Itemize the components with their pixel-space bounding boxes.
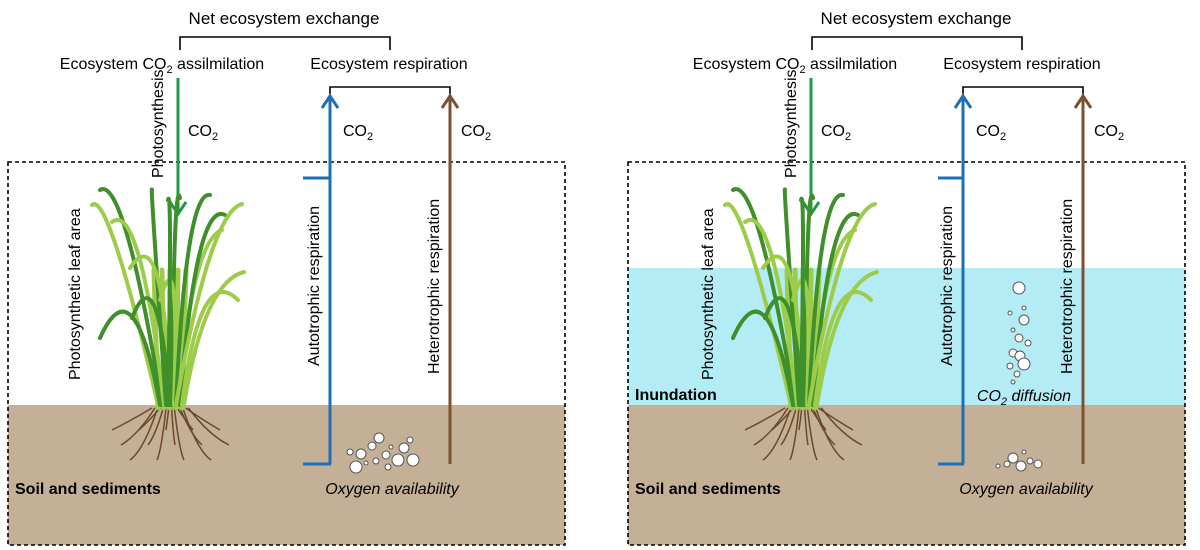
respiration-bracket: [329, 86, 451, 99]
ecosystem-respiration-label: Ecosystem respiration: [310, 56, 467, 73]
inundation-label: Inundation: [635, 387, 717, 404]
water-layer: [628, 268, 1185, 405]
co2-photosynthesis-label: CO2: [821, 123, 851, 143]
ecosystem-respiration-label: Ecosystem respiration: [943, 56, 1100, 73]
co2-photosynthesis-label: CO2: [188, 123, 218, 143]
photosynthesis-label: Photosynthesis: [783, 69, 800, 178]
heterotrophic-respiration-label: Heterotrophic respiration: [1059, 199, 1076, 374]
net-ecosystem-exchange-label: Net ecosystem exchange: [189, 9, 380, 28]
oxygen-availability-label: Oxygen availability: [959, 481, 1093, 498]
net-ecosystem-exchange-label: Net ecosystem exchange: [821, 9, 1012, 28]
grass-plant-illustration: [723, 187, 879, 461]
panel-right-svg: Net ecosystem exchange Ecosystem CO2 ass…: [627, 9, 1186, 546]
panel-non-inundated: Net ecosystem exchange Ecosystem CO2 ass…: [0, 0, 580, 550]
soil-and-sediments-label: Soil and sediments: [635, 481, 781, 498]
oxygen-bubbles: [346, 432, 420, 474]
soil-layer: [8, 405, 565, 545]
ecosystem-assimilation-label: Ecosystem CO2 assilmilation: [693, 56, 897, 76]
grass-plant-illustration: [90, 187, 246, 461]
oxygen-availability-label: Oxygen availability: [325, 481, 459, 498]
autotrophic-respiration-label: Autotrophic respiration: [939, 206, 956, 366]
photosynthesis-label: Photosynthesis: [150, 69, 167, 178]
net-exchange-bracket: [811, 36, 1023, 50]
co2-diffusion-label: CO2 diffusion: [977, 388, 1071, 408]
soil-layer: [628, 405, 1185, 545]
co2-autotrophic-label: CO2: [343, 123, 373, 143]
net-exchange-bracket: [179, 36, 391, 50]
system-boundary: [7, 161, 566, 546]
system-boundary: [627, 161, 1186, 546]
oxygen-bubbles: [995, 449, 1043, 472]
soil-and-sediments-label: Soil and sediments: [15, 481, 161, 498]
diffusion-bubbles: [1006, 281, 1032, 385]
ecosystem-assimilation-label: Ecosystem CO2 assilmilation: [60, 56, 264, 76]
co2-autotrophic-label: CO2: [976, 123, 1006, 143]
panel-inundated: Net ecosystem exchange Ecosystem CO2 ass…: [620, 0, 1200, 550]
autotrophic-respiration-arrow: [303, 93, 340, 466]
photosynthetic-leaf-area-label: Photosynthetic leaf area: [700, 208, 717, 380]
heterotrophic-respiration-arrow: [1073, 93, 1093, 464]
photosynthetic-leaf-area-label: Photosynthetic leaf area: [67, 208, 84, 380]
respiration-bracket: [962, 86, 1084, 99]
co2-heterotrophic-label: CO2: [1094, 123, 1124, 143]
co2-heterotrophic-label: CO2: [461, 123, 491, 143]
heterotrophic-respiration-arrow: [440, 93, 460, 464]
heterotrophic-respiration-label: Heterotrophic respiration: [426, 199, 443, 374]
autotrophic-respiration-label: Autotrophic respiration: [306, 206, 323, 366]
panel-left-svg: Net ecosystem exchange Ecosystem CO2 ass…: [7, 9, 566, 546]
autotrophic-respiration-arrow: [938, 93, 973, 466]
